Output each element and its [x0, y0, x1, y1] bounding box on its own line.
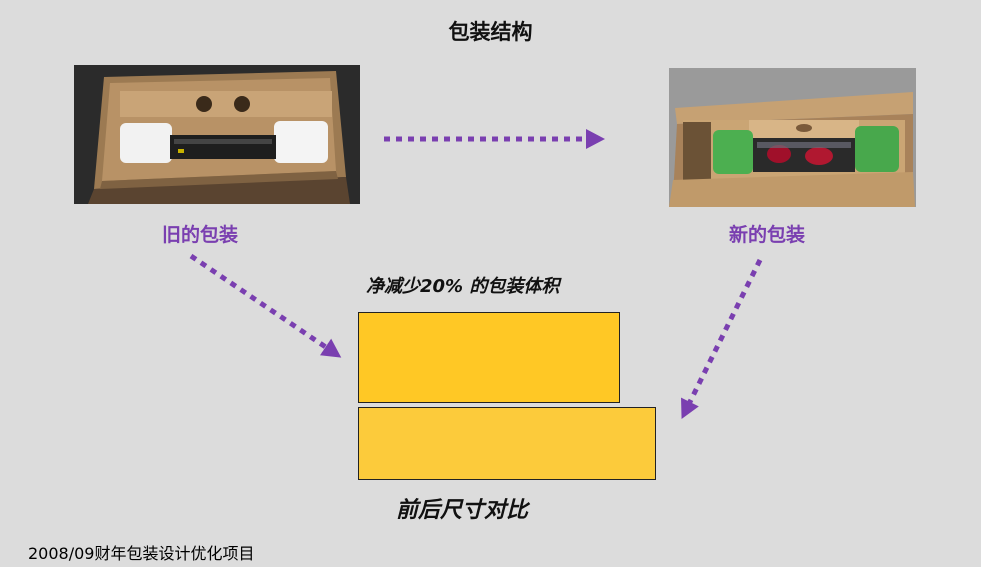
new-package-caption: 新的包装	[729, 224, 806, 246]
old-package-caption: 旧的包装	[162, 224, 239, 246]
footer-project-name: 2008/09财年包装设计优化项目	[28, 544, 255, 563]
old-size-bar	[358, 407, 656, 480]
reduction-note: 净减少20% 的包装体积	[366, 276, 560, 297]
new-size-bar	[358, 312, 620, 403]
new-package-photo	[669, 68, 916, 207]
comparison-label: 前后尺寸对比	[396, 497, 529, 523]
slide-title: 包装结构	[448, 20, 533, 44]
arrow-new-to-comparison	[681, 258, 763, 419]
arrow-old-to-comparison	[189, 253, 342, 358]
old-package-photo	[74, 65, 360, 204]
